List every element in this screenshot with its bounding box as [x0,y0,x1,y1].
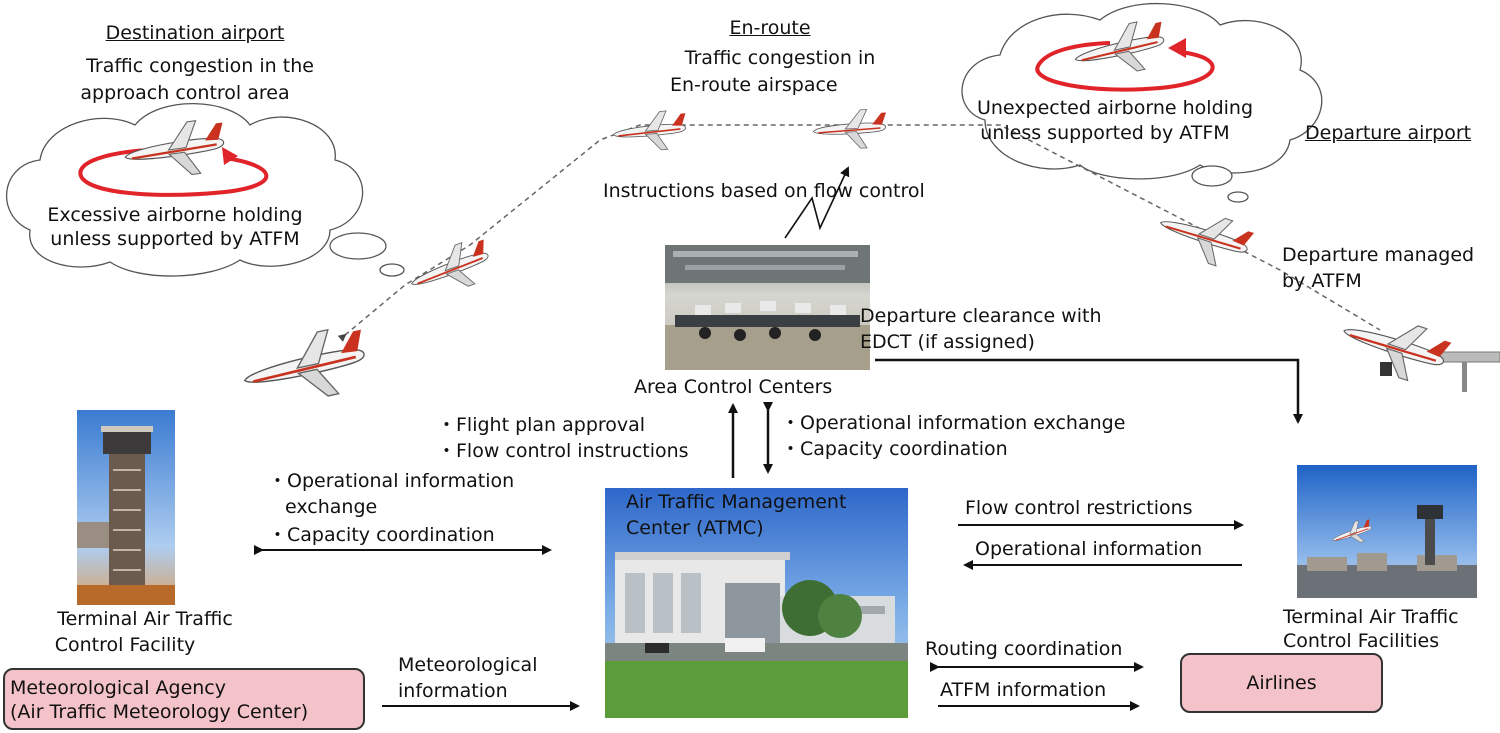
radio-link-zigzag [784,166,850,239]
clearance-line1: Departure clearance with [860,305,1102,327]
operational-info-label: Operational information [975,538,1203,560]
acc-photo [665,245,870,370]
destination-holding-line1: Excessive airborne holding [47,204,303,226]
met-info-line1: Meteorological [398,654,538,676]
plane-landing [236,321,375,414]
control-tower-illustration [77,426,175,605]
airport-tower-illustration [1297,505,1477,598]
atmc-building-illustration [605,552,908,718]
acc-label: Area Control Centers [634,376,833,398]
routing-coordination-label: Routing coordination [925,638,1123,660]
destination-heading: Destination airport [105,22,285,44]
met-box-line2: (Air Traffic Meteorology Center) [10,701,309,723]
destination-holding-ring [78,147,269,197]
enroute-instructions: Instructions based on flow control [603,180,925,202]
departure-holding-ring [1035,38,1215,92]
acc-left-line2: ・Flow control instructions [437,440,689,462]
clearance-line2: EDCT (if assigned) [860,331,1035,353]
acc-left-line1: ・Flight plan approval [437,414,646,436]
departure-managed-line1: Departure managed [1282,244,1475,266]
destination-holding-line2: unless supported by ATFM [50,228,300,250]
plane-departing [1152,198,1257,275]
departure-holding-line2: unless supported by ATFM [980,122,1230,144]
plane-descending [403,234,498,306]
destination-congestion-line2: approach control area [80,82,290,104]
departure-thought-cloud [961,3,1323,203]
clearance-arrow [875,358,1303,424]
met-box-line1: Meteorological Agency [10,677,226,699]
departure-holding-line1: Unexpected airborne holding [976,97,1254,119]
met-info-line2: information [398,680,508,702]
terminal-facilities-photo [1297,465,1477,598]
atmc-label-line2: Center (ATMC) [626,517,764,539]
acc-right-line2: ・Capacity coordination [781,438,1008,460]
tatcfs-label-line2: Control Facilities [1283,630,1440,652]
atfm-information-label: ATFM information [940,679,1107,701]
plane-enroute-2 [811,107,889,152]
flow-restrictions-label: Flow control restrictions [965,497,1193,519]
plane-at-gate [1334,303,1500,392]
enroute-congestion-line1: Traffic congestion in [684,47,876,69]
atmc-photo [605,488,908,718]
tatcf-label-line1: Terminal Air Traffic [57,608,233,630]
enroute-heading: En-route [729,17,811,39]
departure-managed-line2: by ATFM [1282,270,1362,292]
destination-congestion-line1: Traffic congestion in the [86,55,314,77]
tatcfs-label-line1: Terminal Air Traffic [1283,606,1459,628]
tatcf-photo [77,410,175,605]
destination-thought-cloud [6,102,405,277]
atmc-label-line1: Air Traffic Management [626,491,847,513]
airlines-label: Airlines [1246,672,1317,694]
airlines-box: Airlines [1180,653,1383,713]
tatcf-info-line3: ・Capacity coordination [268,524,495,546]
tatcf-info-line1: ・Operational information [268,470,515,492]
enroute-congestion-line2: En-route airspace [670,74,838,96]
meteorological-agency-box: Meteorological Agency (Air Traffic Meteo… [3,668,365,730]
acc-control-room-illustration [665,245,870,370]
acc-right-line1: ・Operational information exchange [781,412,1126,434]
tatcf-label-line2: Control Facility [54,634,196,656]
tatcf-info-line2: exchange [285,496,378,518]
plane-enroute-1 [611,108,690,155]
departure-heading: Departure airport [1305,122,1472,144]
